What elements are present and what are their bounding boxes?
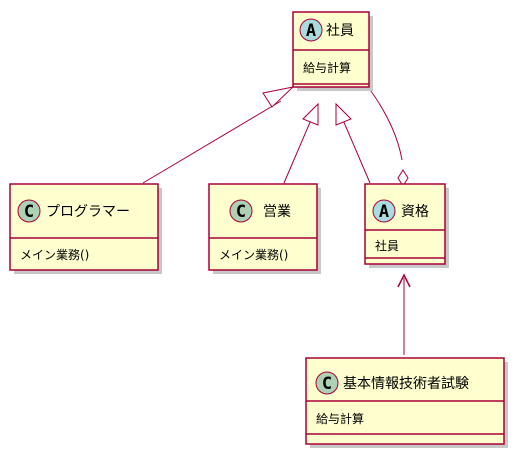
- class-name: 社員: [326, 23, 354, 39]
- class-badge-icon: [229, 199, 253, 223]
- badge-letter: A: [306, 21, 316, 41]
- inheritance-arrowhead: [262, 86, 295, 108]
- badge-letter: A: [379, 202, 389, 222]
- class-name: 資格: [401, 204, 429, 220]
- class-badge-icon: [315, 371, 339, 395]
- class-programmer[interactable]: C プログラマー メイン業務(): [9, 183, 162, 274]
- class-name: 営業: [263, 204, 291, 220]
- class-qualification[interactable]: A 資格 社員: [364, 183, 449, 268]
- class-member: メイン業務(): [219, 248, 288, 262]
- badge-letter: C: [322, 374, 332, 394]
- relations: [142, 86, 411, 355]
- association-fe-exam-qualification: [397, 273, 411, 355]
- class-sales[interactable]: C 営業 メイン業務(): [208, 183, 321, 274]
- abstract-badge-icon: [299, 18, 323, 42]
- abstract-badge-icon: [372, 199, 396, 223]
- class-fe-exam[interactable]: C 基本情報技術者試験 給与計算: [305, 357, 508, 448]
- class-employee[interactable]: A 社員 給与計算: [292, 11, 373, 91]
- inheritance-sales-employee: [283, 102, 319, 184]
- inheritance-programmer-employee: [142, 86, 295, 184]
- inheritance-qualification-employee: [335, 102, 371, 184]
- class-name: 基本情報技術者試験: [343, 375, 469, 392]
- class-member: 給与計算: [316, 411, 364, 426]
- class-name: プログラマー: [46, 204, 130, 220]
- inheritance-arrowhead: [302, 102, 319, 126]
- badge-letter: C: [236, 202, 246, 222]
- badge-letter: C: [24, 202, 34, 222]
- aggregation-employee-qualification: [367, 86, 409, 187]
- class-badge-icon: [17, 199, 41, 223]
- class-member: 社員: [375, 238, 399, 253]
- class-member: 給与計算: [303, 60, 351, 75]
- inheritance-arrowhead: [335, 102, 352, 126]
- class-member: メイン業務(): [20, 248, 89, 262]
- association-arrowhead: [397, 273, 411, 288]
